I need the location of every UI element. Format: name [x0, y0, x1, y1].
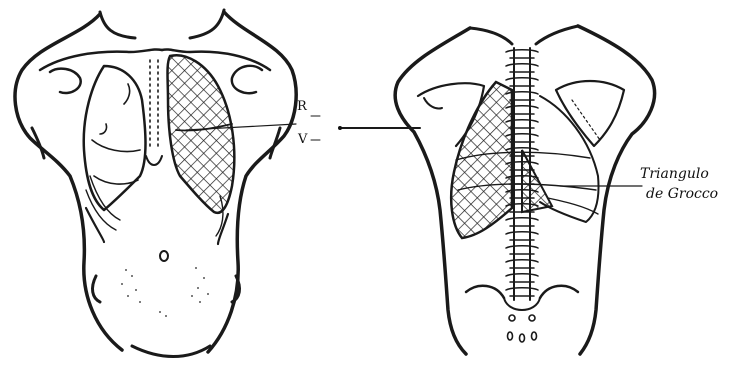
vertebra: [506, 50, 538, 58]
vertebra: [506, 288, 538, 296]
vertebra: [506, 274, 538, 282]
label-triangle-line1: Triangulo: [640, 166, 709, 182]
back-body-outline-right: [578, 26, 655, 354]
vertebra: [506, 246, 538, 254]
vertebra: [506, 78, 538, 86]
vertebra: [506, 232, 538, 240]
front-rib: [86, 190, 116, 230]
label-v: V: [297, 132, 308, 147]
xiphoid: [146, 156, 162, 165]
front-right-fissure-lower: [94, 176, 138, 184]
front-shoulder-right: [232, 66, 262, 93]
back-torso: [395, 26, 654, 354]
scapula-right: [556, 81, 624, 146]
front-lung-mark: [124, 84, 130, 104]
vertebra: [506, 260, 538, 268]
hip-left: [93, 276, 100, 302]
back-rib: [548, 198, 598, 214]
back-neck-right: [536, 26, 578, 44]
front-torso: [15, 10, 296, 357]
sacrum: [504, 298, 540, 310]
abdomen-stipple: [121, 267, 209, 317]
pelvis-right: [540, 286, 578, 298]
label-r: R: [297, 99, 308, 114]
grocco-triangle: [522, 150, 552, 212]
front-clavicle-left: [40, 49, 162, 70]
front-lung-mark: [100, 124, 107, 134]
front-shoulder-left: [50, 69, 81, 93]
back-neck-left: [470, 28, 512, 44]
front-waist: [132, 346, 210, 357]
scapula-right-dots: [572, 100, 600, 140]
front-neck-right: [190, 10, 224, 38]
front-neck-left: [100, 12, 135, 38]
front-right-fissure: [92, 140, 140, 152]
navel: [160, 251, 168, 261]
front-right-lung: [84, 66, 146, 210]
label-triangle-line2: de Grocco: [646, 186, 718, 202]
back-lung-hatched: [451, 82, 512, 238]
front-left-lung-hatched: [168, 55, 235, 213]
front-costal-left: [86, 208, 104, 242]
scapula-left-spine: [424, 98, 442, 109]
pelvis-left: [466, 286, 504, 298]
vertebra: [506, 64, 538, 72]
v-pointer-dot: [338, 126, 342, 130]
sacral-foramina: [508, 315, 537, 342]
vertebra: [506, 218, 538, 226]
